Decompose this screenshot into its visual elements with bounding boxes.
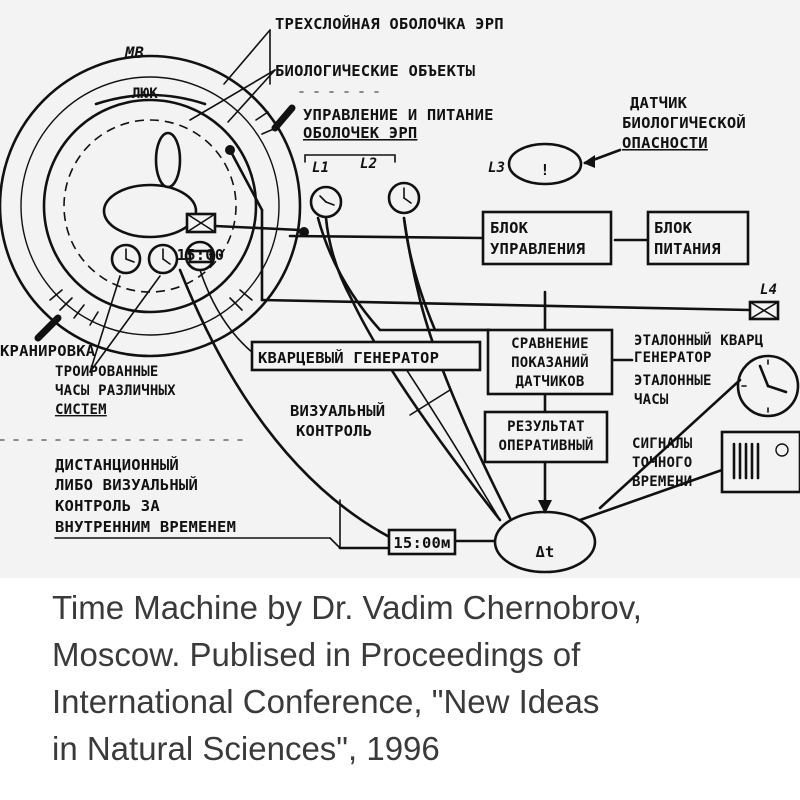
mv-label: МВ [124, 44, 144, 62]
reference-clock-label-2: ЧАСЫ [634, 392, 669, 408]
time-signals-label-1: СИГНАЛЫ [632, 436, 693, 452]
digital-display [387, 528, 457, 556]
sensor-l4-label: L4 [760, 282, 777, 298]
hatch-label: ЛЮК [132, 86, 158, 102]
remote-label-3: КОНТРОЛЬ ЗА [55, 497, 160, 515]
caption-line-2: Moscow. Publised in Proceedings of [52, 636, 581, 673]
remote-label-1: ДИСТАНЦИОННЫЙ [55, 455, 179, 474]
power-unit-label-1: БЛОК [654, 219, 693, 237]
power-unit-box [646, 210, 750, 266]
biological-objects-label: БИОЛОГИЧЕСКИЕ ОБЪЕКТЫ [275, 62, 476, 80]
remote-label-2: ЛИБО ВИЗУАЛЬНЫЙ [55, 475, 198, 494]
biohazard-sensor [507, 142, 583, 186]
shell-control-label-1: УПРАВЛЕНИЕ И ПИТАНИЕ [303, 106, 494, 124]
biohazard-label-1: ДАТЧИК [630, 94, 688, 112]
quartz-generator-box [250, 340, 482, 372]
radio-receiver [720, 430, 800, 494]
biohazard-mark: ! [540, 161, 550, 179]
hatch-outline [94, 93, 207, 106]
quartz-generator-label: КВАРЦЕВЫЙ ГЕНЕРАТОР [258, 348, 439, 367]
small-display-text: 15:00 [177, 246, 225, 264]
control-unit-label-1: БЛОК [490, 219, 529, 237]
reference-clock-label-1: ЭТАЛОННЫЕ [634, 373, 712, 389]
delta-t-ellipse [493, 510, 597, 574]
reference-clock [736, 354, 800, 418]
internal-clock-2 [147, 243, 179, 275]
power-unit-label-2: ПИТАНИЯ [654, 240, 721, 258]
caption-line-3: International Conference, "New Ideas [52, 683, 600, 720]
control-unit-label-2: УПРАВЛЕНИЯ [490, 240, 585, 258]
time-machine-diagram: 15:00 [0, 0, 800, 578]
internal-clock-digital: 15:00 [177, 240, 225, 272]
time-signals-label-3: ВРЕМЕНИ [632, 474, 692, 490]
sensor-clock-l1 [309, 185, 343, 219]
comparison-box [486, 328, 614, 396]
triple-clocks-label-3: СИСТЕМ [55, 402, 107, 418]
time-machine-capsule: 15:00 [0, 54, 309, 358]
control-unit-box [481, 210, 613, 266]
sensor-l2-label: L2 [360, 156, 377, 172]
visual-control-label-2: КОНТРОЛЬ [296, 422, 372, 440]
biohazard-label-3: ОПАСНОСТИ [622, 134, 708, 152]
sensor-l3-label: L3 [488, 160, 505, 176]
comparison-label-3: ДАТЧИКОВ [515, 374, 584, 390]
caption-line-4: in Natural Sciences", 1996 [52, 730, 440, 767]
biohazard-label-2: БИОЛОГИЧЕСКОЙ [622, 113, 746, 132]
caption-line-1: Time Machine by Dr. Vadim Chernobrov, [52, 589, 642, 626]
triple-clocks-label-1: ТРОИРОВАННЫЕ [55, 364, 159, 380]
result-box [483, 410, 609, 464]
three-layer-shell-label: ТРЕХСЛОЙНАЯ ОБОЛОЧКА ЭРП [275, 14, 504, 33]
comparison-label-2: ПОКАЗАНИЙ [511, 354, 589, 371]
sensor-l1-label: L1 [312, 160, 329, 176]
digital-display-value: 15:00м [393, 534, 450, 552]
shielding-label: КРАНИРОВКА [0, 342, 96, 360]
result-label-1: РЕЗУЛЬТАТ [507, 419, 585, 435]
reference-quartz-label-1: ЭТАЛОННЫЙ КВАРЦ [634, 332, 764, 349]
comparison-label-1: СРАВНЕНИЕ [511, 336, 589, 352]
shell-control-label-2: ОБОЛОЧЕК ЭРП [303, 124, 417, 142]
wiring [89, 29, 752, 550]
sensor-clock-l2 [387, 181, 421, 215]
delta-t-label: Δt [535, 543, 554, 561]
internal-clock-1 [110, 243, 142, 275]
triple-clocks-label-2: ЧАСЫ РАЗЛИЧНЫХ [55, 383, 176, 399]
bio-object-small [154, 131, 182, 189]
caption: Time Machine by Dr. Vadim Chernobrov, Mo… [52, 584, 792, 772]
visual-control-label-1: ВИЗУАЛЬНЫЙ [290, 401, 385, 420]
reference-quartz-label-2: ГЕНЕРАТОР [634, 350, 712, 366]
remote-label-4: ВНУТРЕННИМ ВРЕМЕНЕМ [55, 518, 236, 536]
time-signals-label-2: ТОЧНОГО [632, 455, 692, 471]
bio-object-large [102, 183, 198, 239]
result-label-2: ОПЕРАТИВНЫЙ [499, 437, 594, 454]
